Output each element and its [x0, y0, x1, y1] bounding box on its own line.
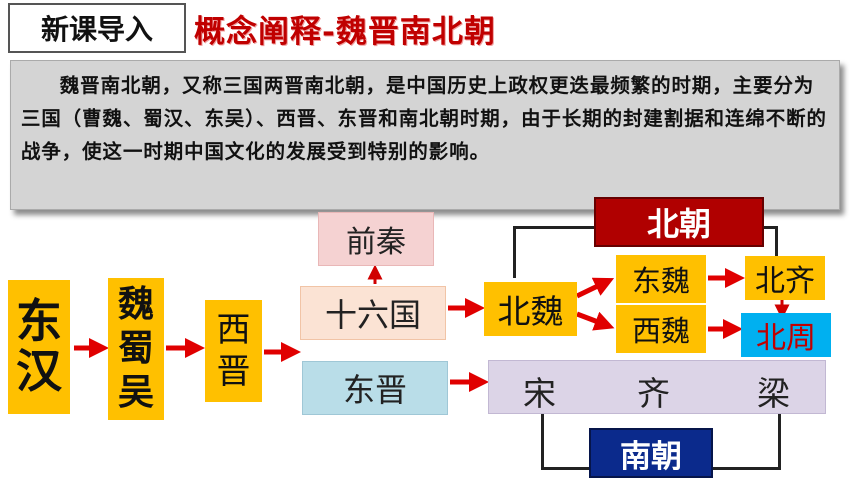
- box-xi-jin-char-2: 晋: [216, 352, 251, 392]
- box-shi-liu-guo: 十六国: [300, 286, 446, 340]
- box-xi-jin: 西 晋: [205, 300, 262, 402]
- box-qian-qin: 前秦: [318, 212, 434, 266]
- box-bei-zhou: 北周: [741, 313, 831, 357]
- page-title: 概念阐释-魏晋南北朝: [194, 13, 496, 50]
- box-san-guo: 魏 蜀 吴: [108, 278, 164, 420]
- box-san-guo-char-1: 魏: [117, 284, 154, 326]
- box-dong-han: 东 汉: [8, 280, 70, 414]
- arrow-beiwei-to-xiwei: [576, 311, 615, 331]
- dynasty-song: 宋: [523, 374, 556, 413]
- box-southern-dynasties: 宋 齐 梁 陈: [488, 360, 826, 414]
- label-bei-chao: 北朝: [594, 197, 764, 247]
- box-dong-jin: 东晋: [302, 361, 448, 415]
- arrow-beiwei-to-dongwei: [575, 277, 615, 299]
- intro-paragraph: 魏晋南北朝，又称三国两晋南北朝，是中国历史上政权更迭最频繁的时期，主要分为三国（…: [10, 60, 840, 210]
- box-dong-wei: 东魏: [616, 255, 706, 303]
- box-san-guo-char-2: 蜀: [117, 328, 154, 370]
- box-xi-jin-char-1: 西: [216, 309, 251, 350]
- south-bracket-left: [541, 414, 544, 470]
- dynasty-qi: 齐: [637, 374, 670, 413]
- box-xi-wei: 西魏: [616, 305, 706, 353]
- dynasty-liang: 梁: [757, 374, 790, 413]
- box-dong-han-char-2: 汉: [16, 344, 62, 398]
- box-dong-han-char-1: 东: [16, 294, 62, 349]
- north-bracket-left: [513, 226, 516, 278]
- label-nan-chao: 南朝: [589, 428, 713, 478]
- box-bei-wei: 北魏: [484, 282, 577, 336]
- south-bracket-right: [778, 414, 781, 470]
- box-san-guo-char-3: 吴: [117, 371, 154, 413]
- section-label: 新课导入: [8, 3, 186, 53]
- north-bracket-right: [775, 226, 778, 258]
- box-bei-qi: 北齐: [745, 256, 825, 300]
- dynasty-chen-partial: 陈: [637, 405, 670, 413]
